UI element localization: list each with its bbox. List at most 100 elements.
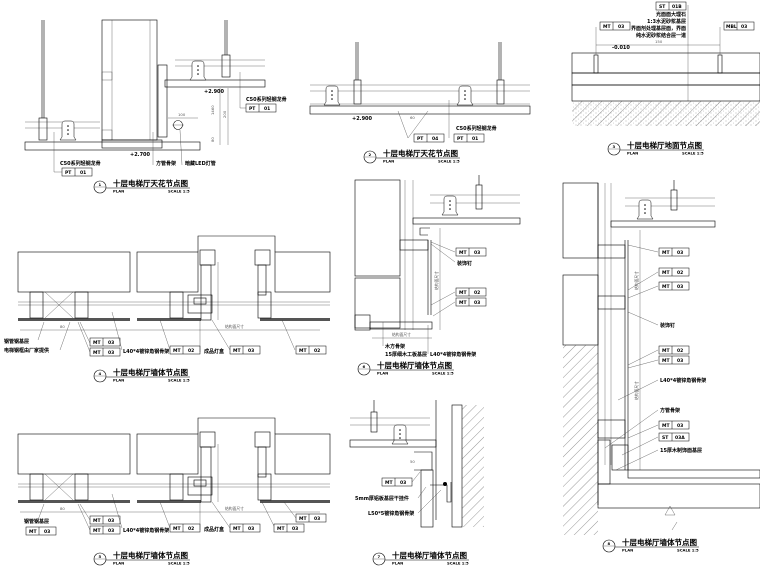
detail-title-1: 1 十层电梯厅天花节点图 PLAN SCALE 1:5 bbox=[93, 178, 190, 194]
tag-number: 03 bbox=[677, 423, 683, 429]
label-angle-l40: L40*4镀锌角钢骨架 bbox=[123, 527, 169, 534]
tag-code: MT bbox=[662, 348, 670, 354]
tag-number: 02 bbox=[314, 348, 320, 354]
detail-number: 5 bbox=[99, 554, 102, 559]
view-type: PLAN bbox=[392, 561, 403, 566]
label-steel-base: 钢管钢基层 bbox=[24, 518, 49, 525]
detail-title-7: 7 十层电梯厅墙体节点图 PLAN SCALE 1:5 bbox=[372, 550, 469, 566]
detail-number: 3 bbox=[613, 144, 616, 149]
tag-code: MT bbox=[93, 528, 101, 534]
tag-code: MT bbox=[93, 518, 101, 524]
tag-code: MT bbox=[93, 350, 101, 356]
dim-structure: 结构面尺寸 bbox=[634, 381, 639, 400]
tag-number: 03 bbox=[292, 526, 298, 532]
label-angle-l40: L40*4镀锌角钢骨架 bbox=[430, 351, 476, 358]
detail-number: 8 bbox=[608, 541, 611, 546]
tag-number: 03 bbox=[44, 529, 50, 535]
label-wood-frame: 木方骨架 bbox=[384, 343, 405, 350]
tag-number: 03 bbox=[474, 250, 480, 256]
dim-structure: 结构面尺寸 bbox=[225, 324, 244, 329]
detail-number: 7 bbox=[378, 554, 381, 559]
label-alu-5mm: 5mm厚铝板基层干挂件 bbox=[355, 495, 409, 502]
tag-code: PT bbox=[417, 136, 424, 142]
tag-number: 03 bbox=[741, 24, 747, 30]
label-keel: C50系列轻钢龙骨 bbox=[246, 96, 287, 103]
tag-number: 03 bbox=[248, 348, 254, 354]
dim-structure: 结构面尺寸 bbox=[392, 332, 411, 337]
view-type: PLAN bbox=[113, 561, 124, 566]
tag-number: 01B bbox=[672, 4, 682, 10]
detail-title: 十层电梯厅墙体节点图 bbox=[377, 360, 452, 370]
tag-code: MT bbox=[662, 270, 670, 276]
scale-label: SCALE 1:5 bbox=[438, 159, 460, 164]
dim-50: 50 bbox=[410, 459, 415, 464]
view-type: PLAN bbox=[383, 159, 394, 164]
label-square-tube: 方管骨架 bbox=[156, 160, 176, 167]
scale-label: SCALE 1:5 bbox=[447, 561, 469, 566]
label-board-15: 15厚细木工板基层 bbox=[385, 351, 427, 358]
detail-title-8: 8 十层电梯厅墙体节点图 PLAN SCALE 1:5 bbox=[602, 537, 699, 553]
elevation-2900: +2.900 bbox=[204, 89, 225, 95]
detail-title: 十层电梯厅墙体节点图 bbox=[113, 367, 188, 377]
detail-title-4: 4 十层电梯厅墙体节点图 PLAN SCALE 1:5 bbox=[93, 367, 190, 383]
tag-code: MT bbox=[233, 526, 241, 532]
tag-code: MT bbox=[459, 250, 467, 256]
scale-label: SCALE 1:5 bbox=[432, 371, 454, 376]
detail-title: 十层电梯厅地面节点图 bbox=[627, 140, 702, 150]
tag-number: 03 bbox=[677, 284, 683, 290]
detail-title-6: 6 十层电梯厅墙体节点图 PLAN SCALE 1:5 bbox=[357, 360, 454, 376]
dim-100: 100 bbox=[178, 112, 186, 117]
tag-code: PT bbox=[249, 106, 256, 112]
floor-layer-4: 纯水泥砂浆结合层一道 bbox=[636, 32, 686, 39]
detail-1-ceiling: 100 1460 200 80 +2.700 +2.900 C50系列轻钢龙骨 … bbox=[24, 19, 287, 177]
tag-number: 03 bbox=[677, 358, 683, 364]
dim-1460: 1460 bbox=[210, 105, 215, 115]
dim-200: 200 bbox=[222, 110, 227, 118]
detail-title: 十层电梯厅墙体节点图 bbox=[113, 550, 188, 560]
detail-number: 4 bbox=[99, 371, 102, 376]
tag-number: 03 bbox=[618, 24, 624, 30]
tag-number: 03 bbox=[108, 528, 114, 534]
tag-number: 03 bbox=[108, 340, 114, 346]
floor-layer-2: 1:3水泥砂浆基层 bbox=[647, 18, 686, 25]
detail-number: 2 bbox=[369, 152, 372, 157]
tag-code: MT bbox=[233, 348, 241, 354]
tag-number: 03 bbox=[314, 516, 320, 522]
label-light-box: 成品灯盒 bbox=[204, 526, 225, 533]
floor-layer-1: 光面面大理石 bbox=[655, 11, 686, 18]
detail-title: 十层电梯厅墙体节点图 bbox=[622, 537, 697, 547]
view-type: PLAN bbox=[377, 371, 388, 376]
view-type: PLAN bbox=[627, 151, 638, 156]
tag-code: PT bbox=[457, 136, 464, 142]
dim-80: 80 bbox=[60, 506, 65, 511]
tag-number: 03 bbox=[400, 480, 406, 486]
scale-label: SCALE 1:5 bbox=[677, 548, 699, 553]
tag-number: 02 bbox=[677, 348, 683, 354]
label-elevator-frame: 电梯钢框由厂家提供 bbox=[4, 347, 49, 354]
label-angle-l40: L40*4镀锌角钢骨架 bbox=[660, 377, 706, 384]
scale-label: SCALE 1:5 bbox=[168, 561, 190, 566]
tag-code: PT bbox=[65, 170, 72, 176]
label-nail: 装饰钉 bbox=[456, 260, 472, 267]
tag-code: MT bbox=[173, 526, 181, 532]
label-angle-l40: L40*4镀锌角钢骨架 bbox=[123, 348, 169, 355]
tag-code: MT bbox=[459, 300, 467, 306]
dim-60: 60 bbox=[410, 115, 415, 120]
tag-number: 02 bbox=[188, 526, 194, 532]
dim-structure: 结构面尺寸 bbox=[434, 271, 439, 290]
scale-label: SCALE 1:5 bbox=[168, 378, 190, 383]
tag-code: MT bbox=[662, 423, 670, 429]
tag-number: 03 bbox=[474, 300, 480, 306]
floor-layer-3: 界面剂处理基层面，界面 bbox=[631, 25, 686, 32]
tag-code: MT bbox=[385, 480, 393, 486]
tag-code: MT bbox=[662, 284, 670, 290]
tag-number: 04 bbox=[432, 136, 438, 142]
dim-80: 80 bbox=[60, 324, 65, 329]
label-steel-base: 钢管钢基层 bbox=[4, 338, 29, 345]
elevation-2900: +2.900 bbox=[352, 116, 373, 122]
tag-number: 02 bbox=[677, 270, 683, 276]
